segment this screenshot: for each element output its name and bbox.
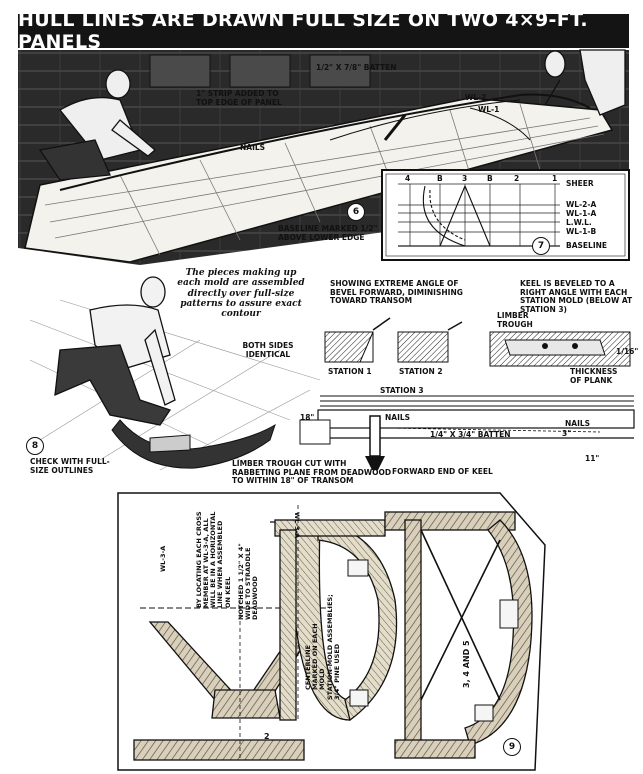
fig7-baseline: BASELINE (566, 241, 608, 250)
bevel-note: SHOWING EXTREME ANGLE OF BEVEL FORWARD, … (330, 279, 463, 306)
limber-trough-label: LIMBER TROUGH (497, 311, 533, 329)
fig7-wl1a: WL-1-A (566, 209, 597, 218)
fig9-number: 9 (503, 738, 521, 756)
fig6-number: 6 (347, 203, 365, 221)
molds-345-label: 3, 4 AND 5 (462, 640, 471, 688)
locating-line1: BY LOCATING EACH CROSS MEMBER AT WL-3-A,… (195, 508, 232, 608)
fig7-st-1: 1 (552, 174, 558, 183)
centerline-label: CENTERLINE MARKED ON EACH MOLD (304, 623, 327, 690)
forward-end-label: FORWARD END OF KEEL (392, 467, 493, 476)
page-title: HULL LINES ARE DRAWN FULL SIZE ON TWO 4×… (18, 9, 629, 53)
fig7-number: 7 (532, 237, 550, 255)
dim-11-label: 11" (585, 454, 600, 463)
keel-note: KEEL IS BEVELED TO A RIGHT ANGLE WITH EA… (520, 279, 633, 314)
station1-label: STATION 1 (328, 367, 372, 376)
fig7-st-b1: B (437, 174, 443, 183)
fig7-st-b2: B (487, 174, 493, 183)
mold-2-label: 2 (264, 732, 270, 741)
dim-16-label: 1/16" (616, 347, 639, 356)
keel-drawing (299, 395, 635, 470)
fig7-wl1b: WL-1-B (566, 227, 597, 236)
both-sides-label: BOTH SIDES IDENTICAL (242, 341, 294, 359)
fig7-st-2: 2 (514, 174, 520, 183)
dim-18-label: 18" (300, 413, 315, 422)
fig6-scene (18, 49, 629, 265)
check-label: CHECK WITH FULL-SIZE OUTLINES (30, 457, 110, 475)
wl2-label: WL-2 (465, 93, 487, 102)
keel-section (489, 331, 631, 367)
fig7-wl2a: WL-2-A (566, 200, 597, 209)
baseline-note: BASELINE MARKED 1/2" ABOVE LOWER EDGE (278, 224, 378, 242)
station-mold-label: STATION-MOLD ASSEMBLIES; 3/4" PINE USED (326, 594, 342, 700)
limber-cut-label: LIMBER TROUGH CUT WITH RABBETING PLANE F… (232, 459, 392, 486)
station3-label: STATION 3 (380, 386, 424, 395)
dim-3-label: 3" (562, 429, 572, 438)
strip-label: 1" STRIP ADDED TO TOP EDGE OF PANEL (196, 89, 282, 107)
fig7-lwl: L.W.L. (566, 218, 592, 227)
batten-label: 1/2" X 7/8" BATTEN (316, 63, 397, 72)
locating-text: BY LOCATING EACH CROSS MEMBER AT WL-3-A,… (195, 511, 232, 608)
nails-left-label: NAILS (385, 413, 411, 422)
fig7-sheer: SHEER (566, 179, 594, 188)
wl1-label: WL-1 (478, 105, 500, 114)
nails-right-label: NAILS (565, 419, 591, 428)
nails-label: NAILS (240, 143, 266, 152)
notched-label: NOTCHED 1 1/2" X 4" WIDE TO STRADDLE DEA… (237, 543, 260, 620)
station2-label: STATION 2 (399, 367, 443, 376)
thickness-label: THICKNESS OF PLANK (570, 367, 618, 385)
fig8-caption: The pieces making up each mold are assem… (177, 268, 305, 320)
fig7-st-4: 4 (405, 174, 411, 183)
fig8-number: 8 (26, 437, 44, 455)
fig7-bodyplan (381, 169, 630, 261)
fig8-scene (29, 276, 321, 471)
wl3a-left-label: WL-3-A (159, 545, 167, 572)
fig9-panel (117, 492, 546, 771)
bevel-sections (324, 317, 463, 363)
keel-batten-label: 1/4" X 3/4" BATTEN (430, 430, 511, 439)
fig7-st-3: 3 (462, 174, 468, 183)
wl3a-top-label: WL-3-A (293, 512, 301, 539)
